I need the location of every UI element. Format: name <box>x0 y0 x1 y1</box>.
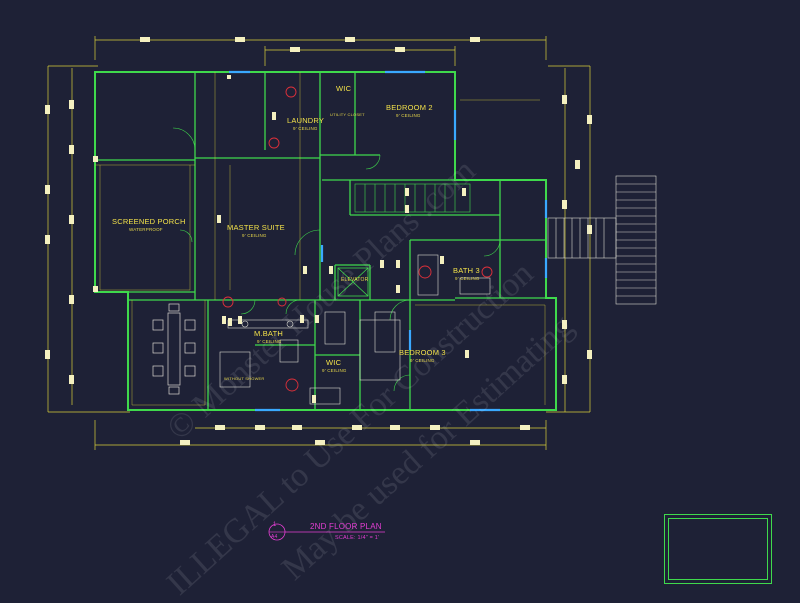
room-label-elevator: ELEVATOR <box>341 277 369 283</box>
room-label-m-bath: M.BATH <box>254 329 283 338</box>
interior-walls <box>95 72 546 410</box>
bath-fixtures <box>219 254 491 405</box>
elevator-shaft <box>337 267 369 297</box>
wall-markers <box>93 75 469 403</box>
sheet-reference: A4 <box>271 534 278 540</box>
room-note: 9' CEILING <box>293 126 318 131</box>
room-label-laundry: LAUNDRY <box>287 116 325 125</box>
room-label-wic: WIC <box>336 84 352 93</box>
room-note: 9' CEILING <box>257 339 282 344</box>
room-note: 9' CEILING <box>410 358 435 363</box>
room-note: 9' CEILING <box>455 276 480 281</box>
room-note: WATERPROOF <box>129 227 163 232</box>
reference-lines <box>95 72 546 406</box>
exterior-stair <box>547 175 657 305</box>
plan-scale: SCALE: 1/4" = 1' <box>335 535 380 541</box>
plan-title: 2ND FLOOR PLAN <box>310 522 382 531</box>
room-label-master-suite: MASTER SUITE <box>227 223 285 232</box>
title-block <box>664 514 772 584</box>
sheet-number: 1 <box>273 522 277 528</box>
room-note: 9' CEILING <box>242 233 267 238</box>
staircase <box>354 183 471 213</box>
windows <box>229 70 548 412</box>
room-label-screened-porch: SCREENED PORCH <box>112 217 186 226</box>
plan-title-bubble <box>268 523 385 541</box>
room-note: 9' CEILING <box>322 368 347 373</box>
room-label-wic: WIC <box>326 358 342 367</box>
title-block-inner <box>668 518 768 580</box>
dining-table <box>152 303 196 395</box>
plumbing-fixtures <box>222 86 493 392</box>
room-label-bedroom-3: BEDROOM 3 <box>399 348 446 357</box>
room-label-utility-closet: UTILITY CLOSET <box>330 112 365 117</box>
room-label-bath-3: BATH 3 <box>453 266 480 275</box>
room-label-shower: WITHOUT SHOWER <box>224 376 265 381</box>
room-label-bedroom-2: BEDROOM 2 <box>386 103 433 112</box>
dimension-markers <box>45 37 592 445</box>
room-note: 9' CEILING <box>396 113 421 118</box>
dimension-lines <box>47 36 591 450</box>
door-swings <box>172 127 501 392</box>
